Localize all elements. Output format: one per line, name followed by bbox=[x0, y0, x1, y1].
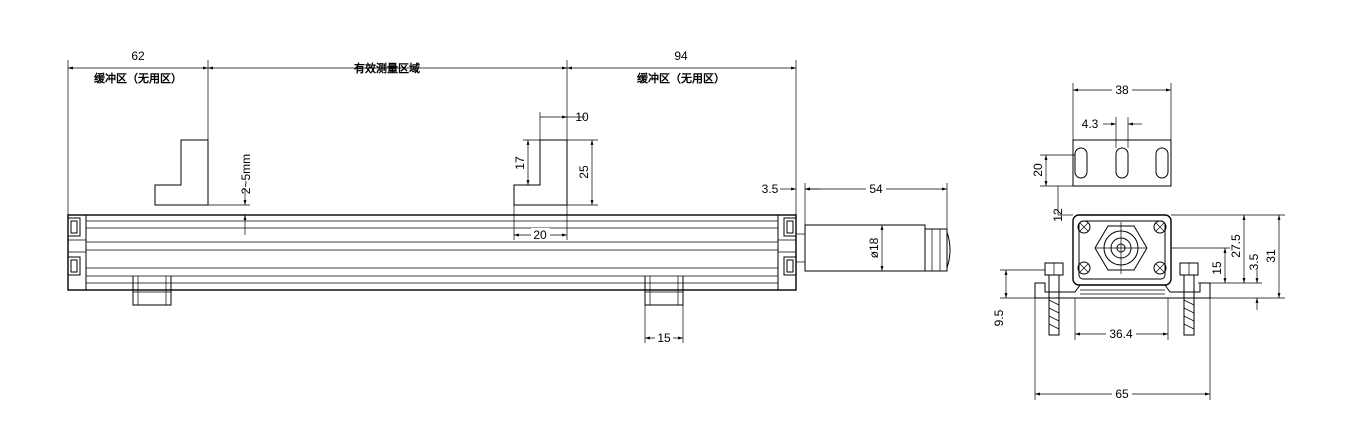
end-dim-9-5: 9.5 bbox=[992, 309, 1006, 326]
dimension-gap bbox=[208, 188, 250, 235]
end-dim-65: 65 bbox=[1115, 387, 1129, 401]
magnet-right bbox=[513, 139, 568, 206]
dimension-right-stack bbox=[1171, 214, 1285, 310]
screw-left bbox=[1044, 262, 1064, 336]
end-dim-27-5: 27.5 bbox=[1229, 234, 1243, 258]
dim-10: 10 bbox=[575, 110, 589, 124]
label-buffer-left: 缓冲区（无用区） bbox=[94, 71, 182, 85]
connector bbox=[796, 224, 951, 272]
mounting-clip-left bbox=[132, 276, 172, 306]
end-dim-15: 15 bbox=[1210, 261, 1224, 275]
dimension-17 bbox=[523, 139, 540, 186]
end-dim-31: 31 bbox=[1264, 249, 1278, 263]
dim-25: 25 bbox=[577, 165, 591, 179]
left-end-cap bbox=[67, 217, 86, 276]
dimension-9-5 bbox=[1000, 269, 1045, 299]
bracket-plate-top bbox=[1072, 139, 1172, 187]
dimension-10 bbox=[539, 112, 585, 140]
housing bbox=[1072, 214, 1172, 286]
end-dim-12: 12 bbox=[1051, 208, 1065, 222]
side-view: 62 缓冲区（无用区） 有效测量区域 94 缓冲区（无用区） 2~5mm 10 … bbox=[67, 49, 951, 345]
dim-20: 20 bbox=[533, 228, 547, 242]
label-buffer-right: 缓冲区（无用区） bbox=[637, 71, 725, 85]
dim-gap: 2~5mm bbox=[239, 154, 253, 194]
rail-body bbox=[67, 214, 797, 291]
end-dim-36-4: 36.4 bbox=[1109, 327, 1133, 341]
magnet-left bbox=[154, 139, 209, 206]
end-dim-20: 20 bbox=[1031, 163, 1045, 177]
mounting-clip-right bbox=[644, 276, 684, 306]
dim-d18: ø18 bbox=[867, 237, 881, 258]
dim-94: 94 bbox=[674, 49, 688, 63]
end-view: 38 4.3 20 12 bbox=[992, 83, 1285, 401]
end-dim-38: 38 bbox=[1115, 83, 1129, 97]
dim-15: 15 bbox=[657, 331, 671, 345]
dim-54: 54 bbox=[869, 182, 883, 196]
dimension-end-20 bbox=[1040, 154, 1075, 187]
dim-3-5: 3.5 bbox=[762, 182, 779, 196]
dimension-12 bbox=[1057, 186, 1073, 216]
dim-62: 62 bbox=[131, 49, 145, 63]
dim-17: 17 bbox=[513, 156, 527, 170]
dimension-25 bbox=[567, 139, 598, 206]
dimension-4-3 bbox=[1103, 117, 1142, 148]
right-end-cap bbox=[778, 217, 797, 276]
screw-right bbox=[1179, 262, 1199, 336]
label-effective-range: 有效测量区域 bbox=[354, 61, 420, 75]
end-dim-3-5: 3.5 bbox=[1247, 253, 1261, 270]
end-dim-4-3: 4.3 bbox=[1082, 117, 1099, 131]
